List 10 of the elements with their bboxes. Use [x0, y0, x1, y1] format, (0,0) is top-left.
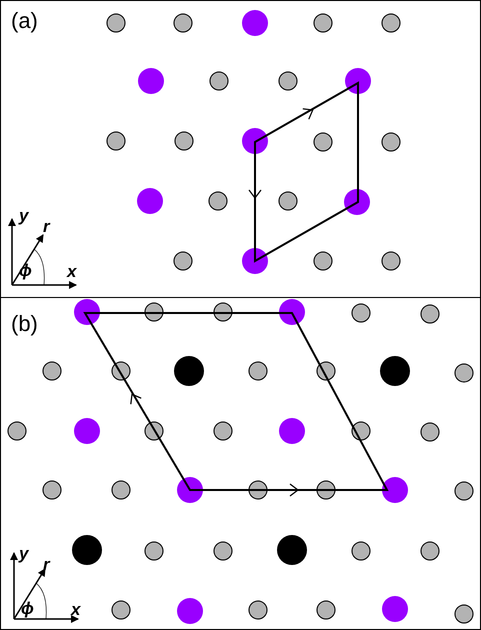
axis-label: y: [19, 545, 28, 563]
axis-label: r: [43, 556, 50, 574]
axis-label: x: [71, 601, 80, 619]
panel-label: (a): [11, 9, 38, 33]
axis-label: y: [19, 207, 28, 225]
panel-label: (b): [11, 312, 38, 336]
axis-label: r: [43, 218, 50, 236]
axis-label: ϕ: [21, 600, 34, 618]
axis-label: x: [67, 263, 76, 281]
lattice-panel: [0, 0, 481, 298]
